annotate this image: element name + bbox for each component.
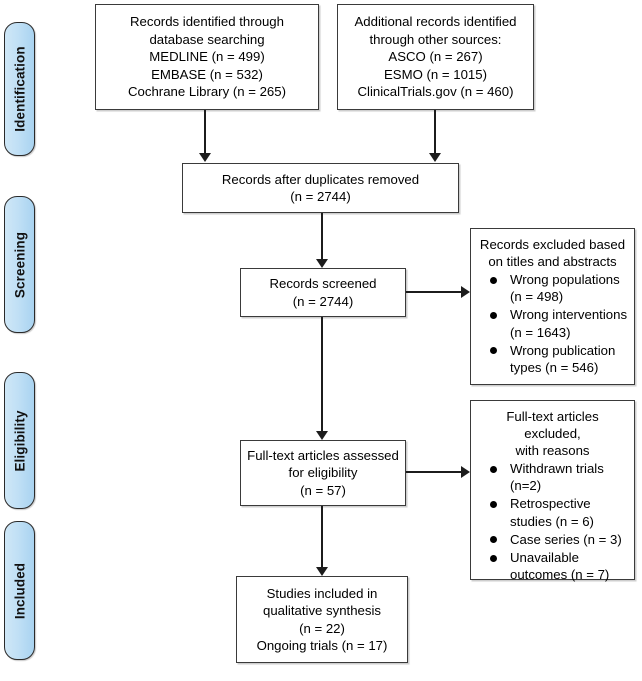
box-studies-included-line-4: Ongoing trials (n = 17) <box>256 638 388 653</box>
bullet-icon <box>490 500 497 508</box>
bullet-icon <box>490 554 497 562</box>
arrowhead-database-to-duplicates <box>199 153 211 162</box>
box-database-searching-line-2: database searching <box>149 31 265 47</box>
box-records-screened: Records screened (n = 2744) <box>240 268 406 317</box>
connector-screened-to-fulltext <box>321 317 323 432</box>
stage-tab-eligibility-label: Eligibility <box>12 409 27 472</box>
bullet-icon <box>490 311 497 319</box>
stage-tab-screening-label: Screening <box>12 231 27 298</box>
list-item: Unavailable outcomes (n = 7) <box>477 549 628 583</box>
list-item: Wrong publication types (n = 546) <box>477 342 628 376</box>
box-fulltext-assessed: Full-text articles assessed for eligibil… <box>240 440 406 506</box>
box-other-sources-line-4: ESMO (n = 1015) <box>384 66 487 82</box>
box-other-sources-line-3: ASCO (n = 267) <box>388 49 483 65</box>
box-duplicates-removed: Records after duplicates removed (n = 27… <box>182 163 459 213</box>
box-records-screened-line-1: Records screened <box>269 276 377 291</box>
connector-database-to-duplicates <box>204 110 206 154</box>
arrowhead-fulltext-to-included <box>316 567 328 576</box>
box-fulltext-assessed-line-3: (n = 57) <box>300 482 346 498</box>
box-fulltext-excluded-header-line-1: Full-text articles excluded, <box>506 409 599 441</box>
fulltext-excluded-reason-1: Withdrawn trials (n=2) <box>510 461 604 494</box>
fulltext-excluded-reason-2: Retrospective studies (n = 6) <box>510 496 594 529</box>
records-excluded-reason-list: Wrong populations (n = 498) Wrong interv… <box>477 271 628 376</box>
fulltext-excluded-reason-4: Unavailable outcomes (n = 7) <box>510 550 610 583</box>
bullet-icon <box>490 536 497 544</box>
stage-tab-identification-label: Identification <box>12 46 27 132</box>
list-item: Retrospective studies (n = 6) <box>477 495 628 529</box>
box-records-excluded: Records excluded based on titles and abs… <box>470 228 635 385</box>
bullet-icon <box>490 465 497 473</box>
connector-fulltext-to-excluded <box>406 471 462 473</box>
list-item: Case series (n = 3) <box>477 531 628 548</box>
stage-tab-included-label: Included <box>12 562 27 619</box>
arrowhead-screened-to-excluded <box>461 286 470 298</box>
box-records-excluded-header-line-2: on titles and abstracts <box>488 254 617 269</box>
box-database-searching-line-4: EMBASE (n = 532) <box>151 66 263 82</box>
fulltext-excluded-reason-3: Case series (n = 3) <box>510 531 622 547</box>
box-database-searching-line-3: MEDLINE (n = 499) <box>149 49 265 65</box>
arrowhead-other-sources-to-duplicates <box>429 153 441 162</box>
arrowhead-duplicates-to-screened <box>316 259 328 268</box>
box-database-searching-line-5: Cochrane Library (n = 265) <box>128 84 286 100</box>
box-database-searching: Records identified through database sear… <box>95 4 319 110</box>
list-item: Wrong populations (n = 498) <box>477 271 628 305</box>
records-excluded-reason-1: Wrong populations (n = 498) <box>510 272 620 305</box>
box-studies-included-line-2: qualitative synthesis <box>262 603 382 618</box>
box-other-sources: Additional records identified through ot… <box>337 4 534 110</box>
stage-tab-included: Included <box>4 521 35 660</box>
list-item: Withdrawn trials (n=2) <box>477 460 628 494</box>
records-excluded-reason-3: Wrong publication types (n = 546) <box>510 342 616 376</box>
bullet-icon <box>490 276 497 284</box>
bullet-icon <box>490 347 497 355</box>
box-fulltext-assessed-line-2: for eligibility <box>288 465 358 481</box>
connector-fulltext-to-included <box>321 506 323 568</box>
box-other-sources-line-1: Additional records identified <box>354 14 517 30</box>
records-excluded-reason-2: Wrong interventions (n = 1643) <box>510 307 628 340</box>
list-item: Wrong interventions (n = 1643) <box>477 306 628 340</box>
box-other-sources-line-5: ClinicalTrials.gov (n = 460) <box>357 84 514 100</box>
arrowhead-fulltext-to-excluded <box>461 466 470 478</box>
box-records-screened-line-2: (n = 2744) <box>292 293 354 309</box>
box-studies-included-line-3: (n = 22) <box>299 620 345 636</box>
stage-tab-screening: Screening <box>4 196 35 333</box>
box-fulltext-excluded: Full-text articles excluded, with reason… <box>470 400 635 583</box>
connector-duplicates-to-screened <box>321 213 323 260</box>
box-studies-included: Studies included in qualitative synthesi… <box>236 576 408 663</box>
connector-screened-to-excluded <box>406 291 462 293</box>
box-studies-included-line-1: Studies included in <box>266 585 378 601</box>
box-other-sources-line-2: through other sources: <box>369 31 502 47</box>
stage-tab-eligibility: Eligibility <box>4 372 35 509</box>
connector-other-sources-to-duplicates <box>434 110 436 154</box>
box-records-excluded-header-line-1: Records excluded based <box>479 237 626 252</box>
fulltext-excluded-reason-list: Withdrawn trials (n=2) Retrospective stu… <box>477 460 628 583</box>
stage-tab-identification: Identification <box>4 22 35 156</box>
arrowhead-screened-to-fulltext <box>316 431 328 440</box>
box-fulltext-assessed-line-1: Full-text articles assessed <box>247 447 399 463</box>
box-duplicates-removed-line-1: Records after duplicates removed <box>221 171 420 187</box>
box-duplicates-removed-line-2: (n = 2744) <box>290 189 351 204</box>
box-fulltext-excluded-header-line-2: with reasons <box>515 443 590 458</box>
box-database-searching-line-1: Records identified through <box>130 14 284 30</box>
